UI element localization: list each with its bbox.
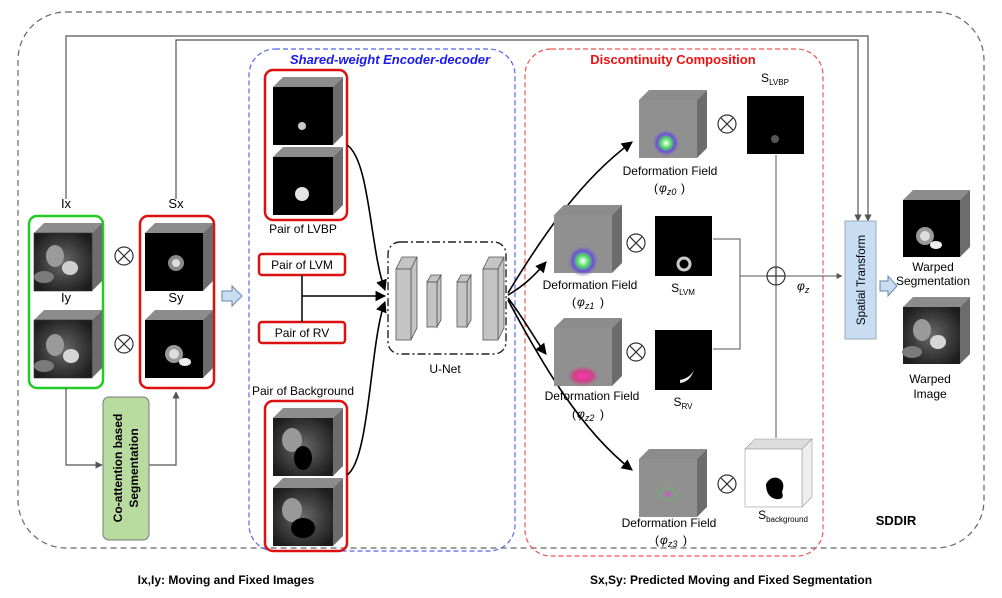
segmentation-sy-cube [145, 310, 213, 378]
unet-layers [395, 256, 505, 341]
s-background-cube [744, 438, 813, 508]
phi-z0-open-paren: ( [654, 181, 658, 195]
deformation-field-z1-label: Deformation Field [543, 278, 638, 292]
deformation-field-z0-label: Deformation Field [623, 164, 718, 178]
image-ix-cube [33, 223, 102, 292]
unet-box [387, 241, 507, 355]
lvbp-cube-2 [273, 147, 343, 215]
s-lvbp-image [747, 96, 804, 154]
segmentation-sx-cube [145, 223, 213, 291]
composition-title: Discontinuity Composition [590, 52, 755, 67]
warped-segmentation-cube [903, 190, 970, 257]
warped-segmentation-label-line1: Warped [912, 260, 954, 274]
phi-z3-symbol: φz3 [660, 533, 677, 549]
pair-rv-label: Pair of RV [275, 326, 329, 340]
background-cube-2 [273, 478, 343, 546]
rv-to-sum-line [713, 276, 741, 350]
warped-image-cube [902, 297, 970, 364]
deformation-field-z3-cube [639, 449, 707, 517]
phi-z2-symbol: φz2 [577, 407, 594, 423]
unet-to-phi-z2-arrow [507, 297, 547, 355]
phi-z2-close-paren: ) [600, 407, 604, 421]
multiply-icon-z1 [626, 233, 646, 253]
sddir-label: SDDIR [876, 513, 917, 528]
sum-icon [766, 266, 786, 286]
multiply-icon-ix [114, 246, 134, 266]
phi-z0-symbol: φz0 [659, 181, 676, 197]
phi-z1-open-paren: ( [572, 295, 576, 309]
label-sx: Sx [168, 196, 184, 211]
lvm-to-sum-line [713, 238, 767, 277]
deformation-field-z1-cube [554, 205, 622, 277]
coattention-to-sy-line [149, 391, 180, 466]
unet-to-phi-z3-arrow [507, 299, 633, 471]
block-arrow-to-encoder [221, 284, 243, 308]
pair-background-box [263, 399, 349, 553]
background-to-unet-arrow [346, 300, 387, 476]
legend-right: Sx,Sy: Predicted Moving and Fixed Segmen… [590, 573, 872, 587]
label-sy: Sy [168, 290, 184, 305]
multiply-icon-z2 [626, 342, 646, 362]
coattention-segmentation-box [102, 396, 150, 541]
ix-to-spatial-line [65, 35, 872, 222]
deformation-field-z2-cube [554, 318, 622, 387]
block-arrow-to-outputs [879, 274, 898, 298]
phi-z-symbol: φz [797, 279, 810, 295]
multiply-icon-iy [114, 334, 134, 354]
deformation-field-z0-cube [639, 90, 707, 158]
segmentation-pair-box [138, 214, 216, 390]
phi-z1-close-paren: ) [600, 295, 604, 309]
multiply-icon-z0 [717, 114, 737, 134]
spatial-transform-label: Spatial Transform [856, 235, 868, 325]
warped-segmentation-label-line2: Segmentation [896, 274, 970, 288]
unet-to-phi-z1-arrow [507, 261, 547, 296]
coattention-label-line2: Segmentation [127, 428, 141, 507]
iy-to-coattention-line [65, 388, 103, 469]
s-lvm-label: SLVM [671, 281, 695, 297]
composition-panel [524, 48, 824, 557]
s-rv-label: SRV [674, 395, 694, 411]
legend-left: Ix,Iy: Moving and Fixed Images [138, 573, 315, 587]
spatial-transform-box [844, 220, 877, 340]
lvbp-to-unet-arrow [346, 144, 387, 292]
coattention-label-line1: Co-attention based [111, 414, 125, 523]
encoder-decoder-panel [248, 48, 516, 552]
warped-image-label-line2: Image [913, 387, 947, 401]
phi-z2-open-paren: ( [572, 407, 576, 421]
label-iy: Iy [61, 290, 72, 305]
pair-background-label: Pair of Background [252, 384, 354, 398]
pair-lvm-label: Pair of LVM [271, 258, 333, 272]
sx-to-spatial-line [175, 39, 862, 222]
label-ix: Ix [61, 196, 72, 211]
lvbp-cube-1 [273, 77, 343, 145]
background-cube-1 [273, 408, 343, 476]
phi-z0-close-paren: ) [681, 181, 685, 195]
s-lvbp-label: SLVBP [761, 71, 789, 87]
pair-lvbp-label: Pair of LVBP [269, 222, 337, 236]
s-lvm-image [655, 216, 712, 276]
warped-image-label-line1: Warped [909, 372, 951, 386]
s-background-label: Sbackground [758, 508, 808, 524]
phi-z3-close-paren: ) [683, 533, 687, 547]
deformation-field-z3-label: Deformation Field [622, 516, 717, 530]
phi-z1-symbol: φz1 [577, 295, 594, 311]
image-iy-cube [33, 310, 102, 379]
encoder-title: Shared-weight Encoder-decoder [290, 52, 491, 67]
deformation-field-z2-label: Deformation Field [545, 389, 640, 403]
multiply-icon-z3 [717, 474, 737, 494]
unet-label: U-Net [429, 362, 461, 376]
phi-z3-open-paren: ( [655, 533, 659, 547]
